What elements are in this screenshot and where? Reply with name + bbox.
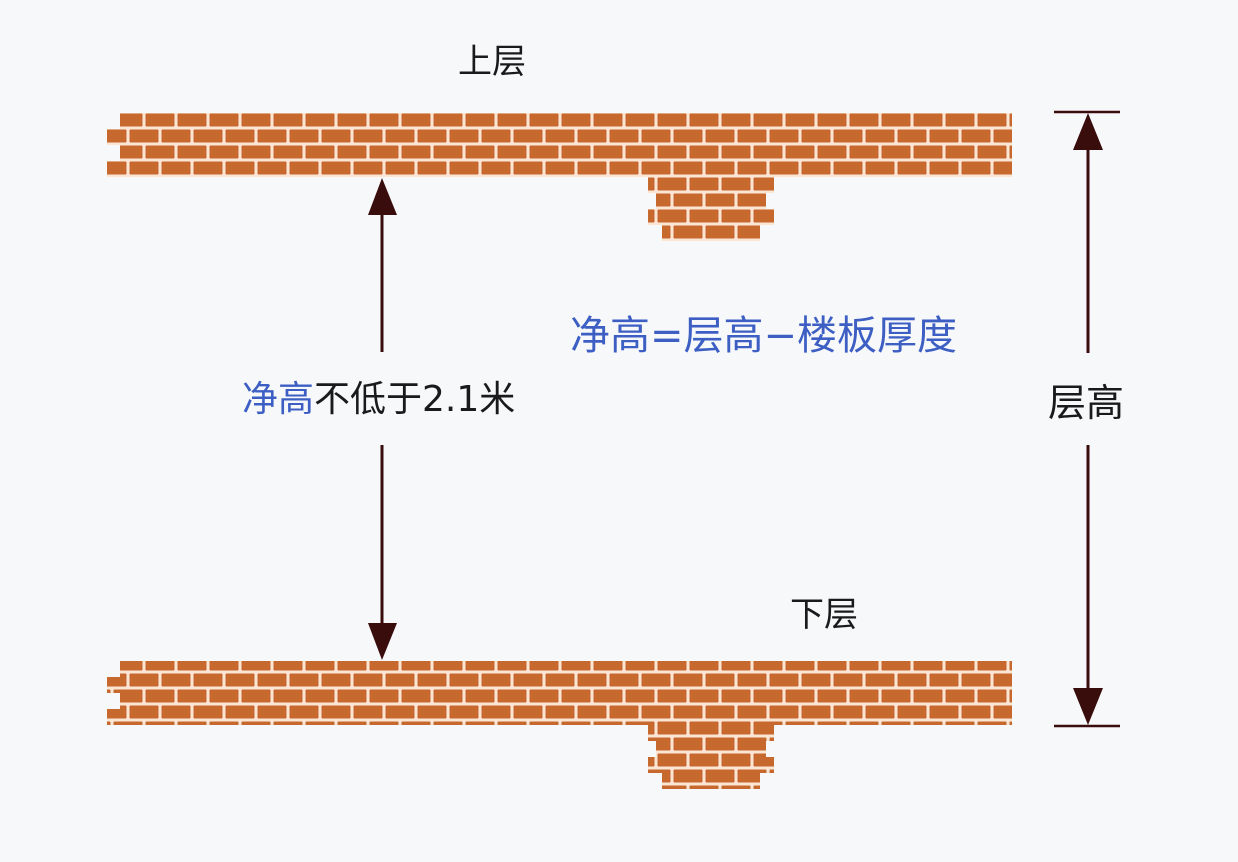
clear-height-arrow <box>368 178 397 660</box>
lower-beam-row-2 <box>656 741 766 757</box>
clear-height-arrowhead-up <box>368 178 397 215</box>
min-clear-height-label: 净高不低于2.1米 <box>242 382 515 418</box>
min-clear-height-requirement: 不低于2.1米 <box>314 379 516 420</box>
upper-beam-row-4 <box>662 225 760 241</box>
floor-height-label: 层高 <box>1048 381 1125 425</box>
upper-slab-row-1 <box>120 113 1012 129</box>
lower-beam-row-1 <box>648 725 774 741</box>
upper-slab-row-4 <box>107 161 1012 177</box>
lower-beam-row-4 <box>662 773 760 789</box>
floor-height-arrowhead-down <box>1073 688 1103 725</box>
lower-floor-label: 下层 <box>790 595 858 635</box>
upper-beam-row-1 <box>648 177 774 193</box>
clear-height-formula: 净高=层高−楼板厚度 <box>570 313 958 359</box>
upper-floor-slab <box>107 113 1012 177</box>
lower-floor-slab <box>107 661 1012 725</box>
upper-slab-row-2 <box>107 129 1012 145</box>
lower-beam-row-3 <box>648 757 774 773</box>
clear-height-arrowhead-down <box>368 623 397 660</box>
lower-floor-beam <box>648 725 774 789</box>
floor-height-arrowhead-up <box>1073 113 1103 150</box>
upper-beam-row-2 <box>656 193 766 209</box>
lower-slab-row-2 <box>107 677 1012 693</box>
upper-slab-row-3 <box>120 145 1012 161</box>
lower-slab-row-3 <box>120 693 1012 709</box>
lower-slab-row-1 <box>120 661 1012 677</box>
floor-height-dimension <box>1054 110 1120 728</box>
upper-floor-beam <box>648 177 774 241</box>
clear-height-term: 净高 <box>242 379 315 420</box>
upper-beam-row-3 <box>648 209 774 225</box>
upper-floor-label: 上层 <box>458 42 526 82</box>
lower-slab-row-4 <box>107 709 1012 725</box>
